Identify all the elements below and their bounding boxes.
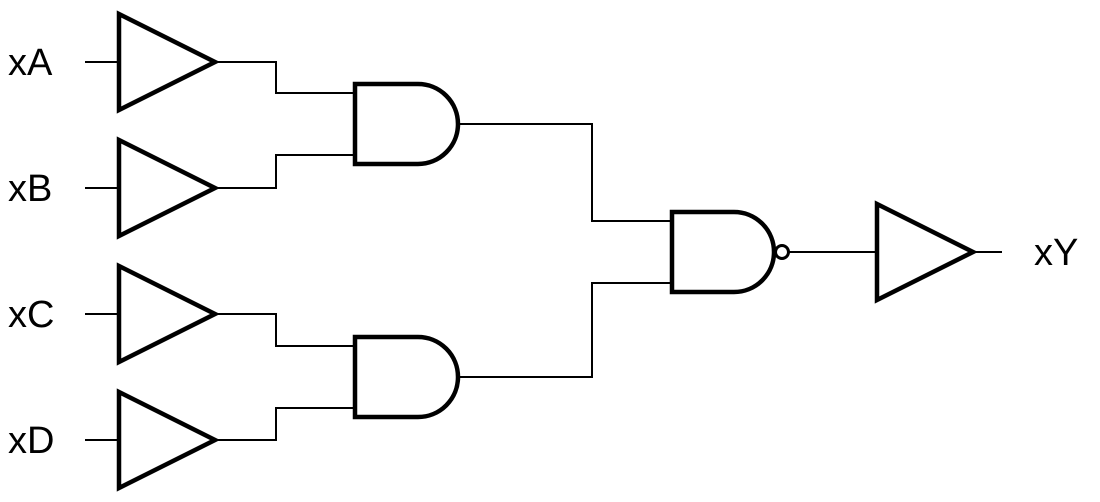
input-label-d: xD — [8, 420, 54, 462]
input-branch-c: xC — [8, 262, 355, 366]
wire-buffer-b-to-and-top — [215, 154, 355, 189]
wire-and-top-to-nand — [458, 123, 672, 222]
buffer-gate-d — [116, 388, 221, 492]
and-gate-top-group — [352, 81, 672, 222]
buffer-gate-b — [116, 136, 221, 240]
wire-buffer-d-to-and-bottom — [215, 407, 355, 441]
and-gate-bottom — [352, 334, 461, 420]
buffer-gate-c — [116, 262, 221, 366]
nand-gate — [669, 209, 777, 295]
buffer-gate-a — [116, 10, 221, 114]
input-label-b: xB — [8, 168, 52, 210]
and-gate-bottom-group — [352, 282, 672, 420]
wire-buffer-c-to-and-bottom — [215, 313, 355, 347]
wire-buffer-a-to-and-top — [215, 61, 355, 94]
input-label-c: xC — [8, 294, 54, 336]
nand-inversion-bubble — [774, 244, 790, 260]
input-branch-b: xB — [8, 136, 355, 240]
input-label-a: xA — [8, 42, 53, 84]
wire-and-bottom-to-nand — [458, 282, 672, 378]
input-branch-d: xD — [8, 388, 355, 492]
output-label-y: xY — [1034, 232, 1078, 274]
nand-gate-group — [669, 209, 877, 295]
output-branch-y: xY — [874, 200, 1078, 304]
buffer-gate-output — [874, 200, 979, 304]
input-branch-a: xA — [8, 10, 355, 114]
and-gate-top — [352, 81, 461, 167]
